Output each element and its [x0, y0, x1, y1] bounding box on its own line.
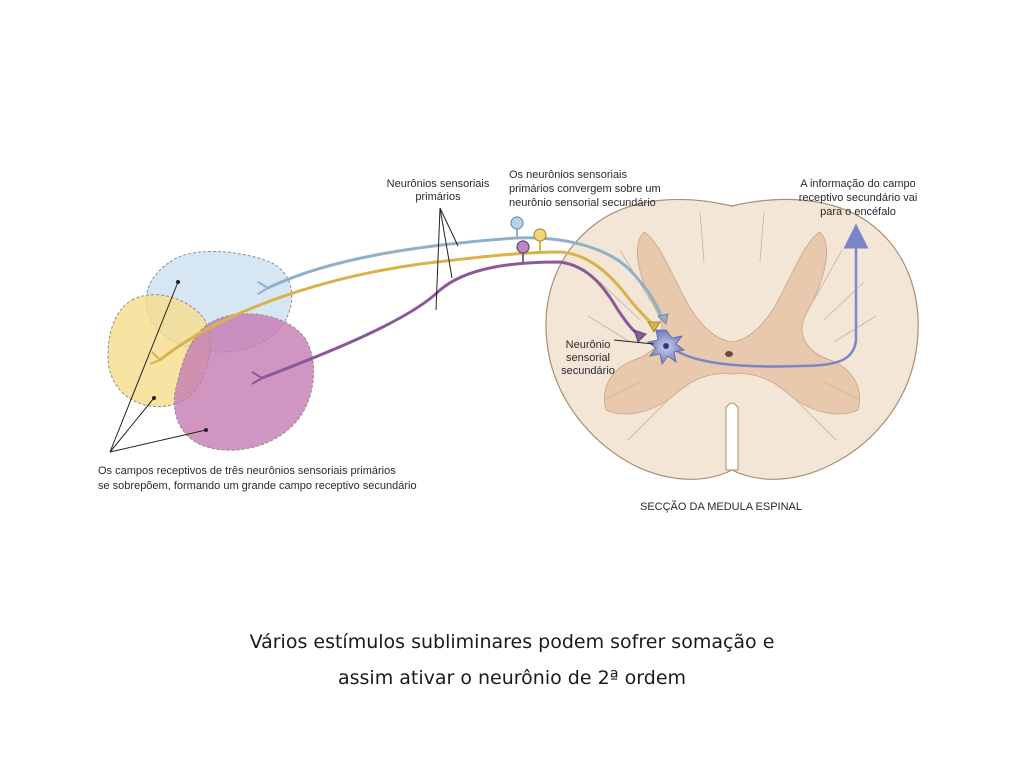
caption-line2: assim ativar o neurônio de 2ª ordem	[337, 667, 687, 689]
receptive-fields-line1: Os campos receptivos de três neurônios s…	[98, 465, 396, 477]
primary-neurons-line2: primários	[415, 191, 461, 203]
info-line3: para o encéfalo	[820, 206, 896, 218]
secondary-neuron-axon	[669, 223, 869, 368]
receptor-endings	[149, 281, 269, 385]
info-line2: receptivo secundário vai	[799, 192, 918, 204]
synaptic-terminals	[633, 313, 669, 343]
secondary-neuron	[647, 223, 869, 368]
label-primary-neurons: Neurônios sensoriais primários	[387, 178, 490, 203]
spinal-cord-section	[545, 198, 919, 480]
caption-line1: Vários estímulos subliminares podem sofr…	[249, 631, 775, 653]
receptive-fields-line2: se sobrepõem, formando um grande campo r…	[98, 480, 417, 492]
secondary-neuron-line1: Neurônio	[566, 339, 611, 351]
ventral-fissure	[725, 402, 739, 471]
primary-neurons-line1: Neurônios sensoriais	[387, 178, 490, 190]
yellow-neuron-axon	[159, 250, 656, 362]
yellow-cell-body	[533, 228, 547, 242]
grey-matter	[604, 231, 860, 415]
label-secondary-neuron: Neurônio sensorial secundário	[561, 339, 615, 377]
info-line1: A informação do campo	[800, 178, 916, 190]
leader-lines	[109, 207, 655, 453]
label-converge: Os neurônios sensoriais primários conver…	[509, 169, 661, 209]
receptive-fields	[107, 250, 315, 451]
secondary-neuron-line2: sensorial	[566, 352, 610, 364]
label-receptive-fields: Os campos receptivos de três neurônios s…	[98, 465, 417, 492]
secondary-neuron-line3: secundário	[561, 365, 615, 377]
purple-neuron-axon	[261, 260, 641, 380]
purple-cell-body	[516, 240, 530, 254]
converge-line1: Os neurônios sensoriais	[509, 169, 628, 181]
label-info: A informação do campo receptivo secundár…	[799, 178, 918, 218]
central-canal	[725, 351, 733, 357]
converge-line3: neurônio sensorial secundário	[509, 197, 656, 209]
converge-line2: primários convergem sobre um	[509, 183, 661, 195]
primary-cell-bodies	[510, 216, 547, 254]
purple-receptive-field	[173, 313, 315, 451]
label-section: SECÇÃO DA MEDULA ESPINAL	[640, 500, 802, 513]
blue-cell-body	[510, 216, 524, 230]
